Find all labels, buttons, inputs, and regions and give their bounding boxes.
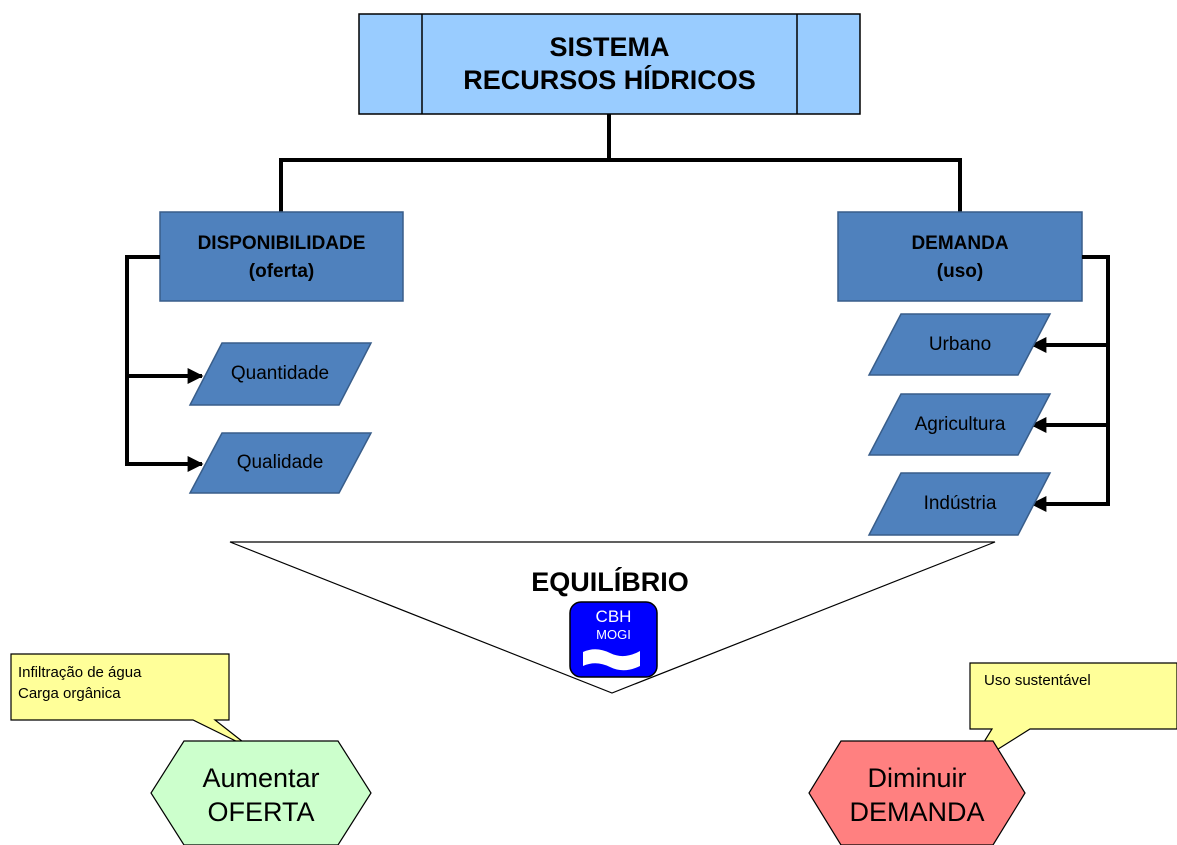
right-callout-line-1: Uso sustentável [984, 672, 1091, 689]
logo-text: CBH MOGI [570, 606, 657, 646]
demanda-box [837, 211, 1083, 302]
urbano-shape [867, 313, 1052, 376]
right-bracket [1082, 255, 1110, 504]
urbano-label: Urbano [928, 333, 992, 355]
quantidade-shape [188, 342, 373, 406]
quantidade-label: Quantidade [230, 363, 330, 384]
title-line-1: SISTEMA [549, 32, 670, 62]
increase-offer-line-1: Aumentar [202, 763, 320, 793]
decrease-demand-line-1: Diminuir [867, 763, 967, 793]
right-callout-text: Uso sustentável [984, 670, 1169, 691]
agricultura-label: Agricultura [914, 413, 1006, 435]
industria-label: Indústria [923, 493, 997, 514]
disponibilidade-line-2: (oferta) [248, 261, 315, 282]
logo-line-1: CBH [595, 607, 632, 626]
title-label: SISTEMA RECURSOS HÍDRICOS [422, 30, 797, 98]
demanda-line-2: (uso) [936, 261, 984, 282]
cbh-mogi-logo [569, 601, 658, 678]
qualidade-label: Qualidade [236, 452, 324, 473]
decrease-demand-line-2: DEMANDA [849, 797, 985, 827]
title-box [358, 13, 861, 115]
right-callout [967, 662, 1177, 769]
disponibilidade-box [159, 211, 404, 302]
title-line-2: RECURSOS HÍDRICOS [463, 65, 756, 95]
demanda-line-1: DEMANDA [911, 233, 1009, 254]
logo-line-2: MOGI [596, 627, 631, 642]
left-callout-line-1: Infiltração de água [18, 664, 142, 681]
decrease-demand-shape [808, 740, 1026, 845]
industria-shape [867, 472, 1052, 536]
left-bracket [125, 255, 160, 464]
qualidade-shape [188, 432, 373, 494]
agricultura-shape [867, 393, 1052, 456]
increase-offer-line-2: OFERTA [207, 797, 315, 827]
disponibilidade-line-1: DISPONIBILIDADE [197, 233, 366, 254]
equilibrio-label: EQUILÍBRIO [531, 566, 689, 597]
tree-connector [279, 114, 962, 212]
disponibilidade-label: DISPONIBILIDADE (oferta) [160, 228, 403, 288]
decrease-demand-label: Diminuir DEMANDA [817, 757, 1017, 833]
increase-offer-shape [150, 740, 372, 845]
left-callout-text: Infiltração de água Carga orgânica [18, 662, 223, 704]
left-callout-line-2: Carga orgânica [18, 685, 121, 702]
demanda-label: DEMANDA (uso) [838, 228, 1082, 288]
increase-offer-label: Aumentar OFERTA [160, 757, 362, 833]
left-callout [10, 653, 253, 750]
